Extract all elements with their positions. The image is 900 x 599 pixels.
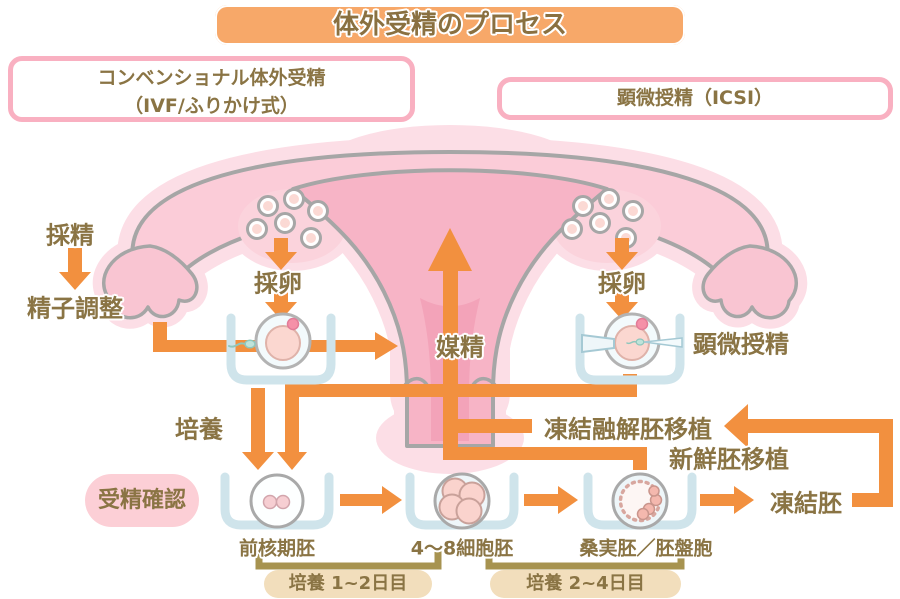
- sperm-icon: [228, 339, 256, 349]
- fimbria-left-icon: [101, 244, 199, 320]
- blastocyst-icon: [611, 472, 669, 530]
- page-title-text: 体外受精のプロセス: [332, 10, 567, 40]
- arrow-egg-retrieval-left-down: [265, 292, 297, 320]
- culture-period-2-label: 培養 2~4日目: [526, 573, 645, 594]
- label-egg-retrieval-right: 採卵: [598, 269, 646, 298]
- conventional-ivf-line1: コンベンショナル体外受精: [97, 67, 326, 89]
- label-stage-morula-blastocyst: 桑実胚／胚盤胞: [579, 537, 713, 560]
- icsi-box-label: 顕微授精（ICSI）: [616, 87, 774, 109]
- arrow-egg-retrieval-right-down: [606, 292, 638, 320]
- icsi-pipette-icon: [581, 333, 615, 354]
- label-icsi-injection: 顕微授精: [693, 330, 789, 359]
- culture-period-bracket: [485, 547, 685, 570]
- label-egg-retrieval-left: 採卵: [254, 269, 302, 298]
- fertilization-check-badge: 受精確認: [85, 474, 199, 527]
- culture-period-bracket: [255, 547, 442, 570]
- fimbria-right-icon: [701, 244, 799, 320]
- arrow-culture-down: [242, 388, 274, 470]
- pronuclear-embryo-icon: [249, 473, 305, 529]
- culture-dish-icon: [575, 313, 685, 385]
- label-insemination: 媒精: [436, 333, 484, 362]
- arrow-transfer-to-uterus-up: [428, 228, 472, 457]
- label-stage-pronuclear: 前核期胚: [238, 537, 316, 560]
- culture-dish-icon: [226, 313, 336, 385]
- cleavage-embryo-icon: [433, 472, 491, 530]
- culture-period-1-badge: 培養 1~2日目: [264, 570, 432, 598]
- uterus-illustration: [92, 125, 808, 474]
- arrow-stage1-to-stage2: [340, 486, 402, 514]
- label-frozen-embryo: 凍結胚: [770, 489, 842, 518]
- conventional-ivf-line2: （IVF/ふりかけ式）: [124, 94, 299, 117]
- arrow-ovary-right-down: [606, 238, 638, 270]
- arrow-sperm-collection-down: [59, 248, 91, 290]
- conventional-ivf-box: コンベンショナル体外受精 （IVF/ふりかけ式）: [8, 56, 415, 122]
- ovary-follicles-icon: [246, 188, 644, 249]
- arrow-stage2-to-stage3: [524, 486, 578, 514]
- label-frozen-thawed-transfer: 凍結融解胚移植: [544, 415, 712, 444]
- line-frozen-thawed-left: [450, 419, 532, 433]
- arrow-stage3-to-frozen: [700, 486, 754, 514]
- line-fresh-transfer: [443, 447, 647, 470]
- page-title: 体外受精のプロセス: [215, 5, 685, 45]
- sperm-icon: [626, 338, 645, 346]
- fertilization-check-label: 受精確認: [97, 488, 186, 513]
- icsi-box: 顕微授精（ICSI）: [497, 77, 893, 120]
- label-stage-4-8-cell: 4～8細胞胚: [410, 537, 514, 560]
- egg-icon: [254, 312, 312, 370]
- arrow-frozen-embryo-to-thawed-transfer: [724, 404, 893, 507]
- label-fresh-transfer: 新鮮胚移植: [669, 445, 789, 474]
- culture-period-1-label: 培養 1~2日目: [288, 573, 408, 594]
- arrow-ovary-left-down: [265, 238, 297, 270]
- icsi-needle-icon: [643, 337, 683, 348]
- label-culture: 培養: [175, 415, 223, 444]
- label-sperm-collection: 採精: [46, 221, 94, 250]
- label-sperm-preparation: 精子調整: [27, 294, 123, 323]
- culture-period-2-badge: 培養 2~4日目: [490, 570, 681, 598]
